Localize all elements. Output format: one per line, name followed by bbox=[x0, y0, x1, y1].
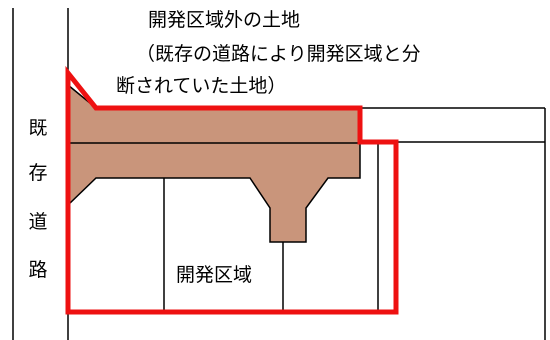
outside-land-label-line-2: （既存の道路により開発区域と分 bbox=[136, 43, 421, 65]
development-area-boundary bbox=[65, 65, 399, 315]
existing-road-label-char-3: 道 bbox=[28, 211, 48, 233]
outside-land-label-line-1: 開発区域外の土地 bbox=[148, 9, 301, 31]
existing-road-label-char-1: 既 bbox=[28, 117, 48, 139]
development-area-label: 開発区域 bbox=[176, 264, 253, 286]
existing-road-label-char-2: 存 bbox=[28, 162, 48, 184]
outside-land-label-line-3: 断されていた土地） bbox=[116, 75, 287, 97]
existing-road-label-char-4: 路 bbox=[28, 259, 48, 281]
